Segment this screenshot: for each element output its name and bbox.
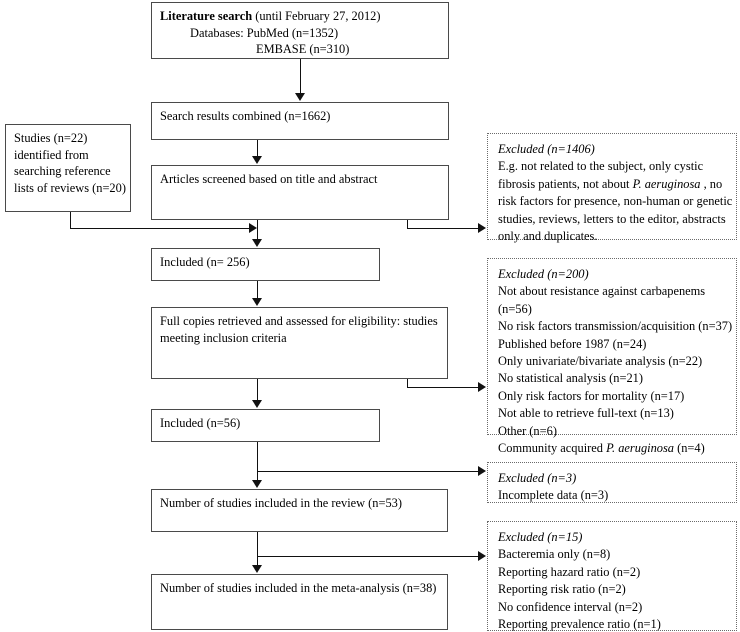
excluded-15-line-3: Reporting risk ratio (n=2) — [498, 582, 626, 597]
connector-included56-to-review — [257, 442, 258, 481]
connector-source-down — [70, 212, 71, 229]
included-56-label: Included (n=56) — [160, 416, 241, 430]
arrowhead-review — [252, 480, 262, 488]
connector-fullcopies-excl-right — [407, 387, 479, 388]
arrowhead-screened — [252, 156, 262, 164]
side-source-line2: identified from — [14, 147, 89, 162]
articles-screened-label: Articles screened based on title and abs… — [160, 172, 378, 186]
box-excluded-1406: Excluded (n=1406) E.g. not related to th… — [487, 133, 737, 243]
excluded-200-header: Excluded (n=200) — [498, 267, 589, 281]
connector-fullcopies-excl-down — [407, 379, 408, 388]
excluded-200-line-1: Not about resistance against carbapenems — [498, 284, 706, 299]
excluded-200-line-6: No statistical analysis (n=21) — [498, 371, 643, 386]
connector-screened-excl-down — [407, 220, 408, 229]
excluded-1406-line-3: risk factors for presence, non-human or … — [498, 194, 733, 209]
connector-screened-to-included256 — [257, 220, 258, 240]
box-excluded-3: Excluded (n=3) Incomplete data (n=3) — [487, 462, 737, 503]
connector-search-to-combined — [300, 59, 301, 94]
excluded-1406-line-5: only and duplicates. — [498, 229, 598, 244]
arrowhead-fullcopies — [252, 298, 262, 306]
arrowhead-meta — [252, 565, 262, 573]
review-total-label: Number of studies included in the review… — [160, 496, 403, 510]
excluded-3-line-1: Incomplete data (n=3) — [498, 488, 609, 503]
excluded-15-line-2: Reporting hazard ratio (n=2) — [498, 564, 641, 579]
box-full-copies-retrieved: Full copies retrieved and assessed for e… — [151, 307, 448, 379]
arrowhead-excluded-15 — [478, 551, 486, 561]
excluded-200-line-8: Not able to retrieve full-text (n=13) — [498, 406, 674, 421]
included-256-label: Included (n= 256) — [160, 255, 250, 269]
excluded-1406-line-4: studies, reviews, letters to the editor,… — [498, 211, 726, 226]
literature-search-databases: Databases: PubMed (n=1352) — [190, 25, 339, 40]
box-meta-analysis-total: Number of studies included in the meta-a… — [151, 574, 448, 630]
arrowhead-excluded-200 — [478, 382, 486, 392]
excluded-200-line-2: (n=56) — [498, 301, 532, 316]
excluded-15-line-5: Reporting prevalence ratio (n=1) — [498, 617, 661, 632]
arrowhead-excluded-3 — [478, 466, 486, 476]
connector-source-right — [70, 228, 252, 229]
full-copies-line1: Full copies retrieved and assessed for e… — [160, 314, 438, 328]
excluded-1406-line-1: E.g. not related to the subject, only cy… — [498, 159, 704, 174]
connector-review-to-meta — [257, 532, 258, 566]
excluded-15-line-4: No confidence interval (n=2) — [498, 599, 643, 614]
side-source-line4: lists of reviews (n=20) — [14, 180, 126, 195]
excluded-200-line-9: Other (n=6) — [498, 423, 557, 438]
arrowhead-included56 — [252, 400, 262, 408]
box-review-total: Number of studies included in the review… — [151, 489, 448, 532]
excluded-200-line-7: Only risk factors for mortality (n=17) — [498, 388, 685, 403]
literature-search-embase: EMBASE (n=310) — [256, 42, 350, 56]
side-source-line1: Studies (n=22) — [14, 131, 88, 145]
excluded-200-line-3: No risk factors transmission/acquisition… — [498, 319, 733, 334]
box-articles-screened: Articles screened based on title and abs… — [151, 165, 449, 220]
arrowhead-included256 — [252, 239, 262, 247]
excluded-1406-line-2: fibrosis patients, not about P. aerugino… — [498, 176, 723, 191]
box-reference-list-studies: Studies (n=22) identified from searching… — [5, 124, 131, 212]
connector-review-excl-right — [257, 556, 479, 557]
connector-screened-excl-right — [407, 228, 479, 229]
excluded-200-line-5: Only univariate/bivariate analysis (n=22… — [498, 354, 703, 369]
literature-search-heading: Literature search (until February 27, 20… — [160, 9, 381, 23]
arrowhead-excluded-1406 — [478, 223, 486, 233]
search-results-label: Search results combined (n=1662) — [160, 109, 331, 123]
box-included-56: Included (n=56) — [151, 409, 380, 442]
box-literature-search: Literature search (until February 27, 20… — [151, 2, 449, 59]
connector-fullcopies-to-included56 — [257, 379, 258, 401]
connector-included256-to-fullcopies — [257, 281, 258, 299]
arrowhead-source-merge — [249, 223, 257, 233]
side-source-line3: searching reference — [14, 164, 111, 178]
excluded-200-line-10: Community acquired P. aeruginosa (n=4) — [498, 441, 705, 456]
box-included-256: Included (n= 256) — [151, 248, 380, 281]
box-excluded-200: Excluded (n=200) Not about resistance ag… — [487, 258, 737, 455]
full-copies-line2: meeting inclusion criteria — [160, 330, 287, 345]
connector-combined-to-screened — [257, 140, 258, 157]
box-excluded-15: Excluded (n=15) Bacteremia only (n=8) Re… — [487, 521, 737, 631]
arrowhead-combined — [295, 93, 305, 101]
excluded-15-line-1: Bacteremia only (n=8) — [498, 547, 611, 562]
excluded-15-header: Excluded (n=15) — [498, 530, 583, 544]
excluded-1406-header: Excluded (n=1406) — [498, 142, 595, 156]
excluded-3-header: Excluded (n=3) — [498, 471, 577, 485]
box-search-results-combined: Search results combined (n=1662) — [151, 102, 449, 140]
excluded-200-line-4: Published before 1987 (n=24) — [498, 336, 647, 351]
meta-analysis-total-label: Number of studies included in the meta-a… — [160, 581, 437, 595]
connector-included56-excl-right — [257, 471, 479, 472]
